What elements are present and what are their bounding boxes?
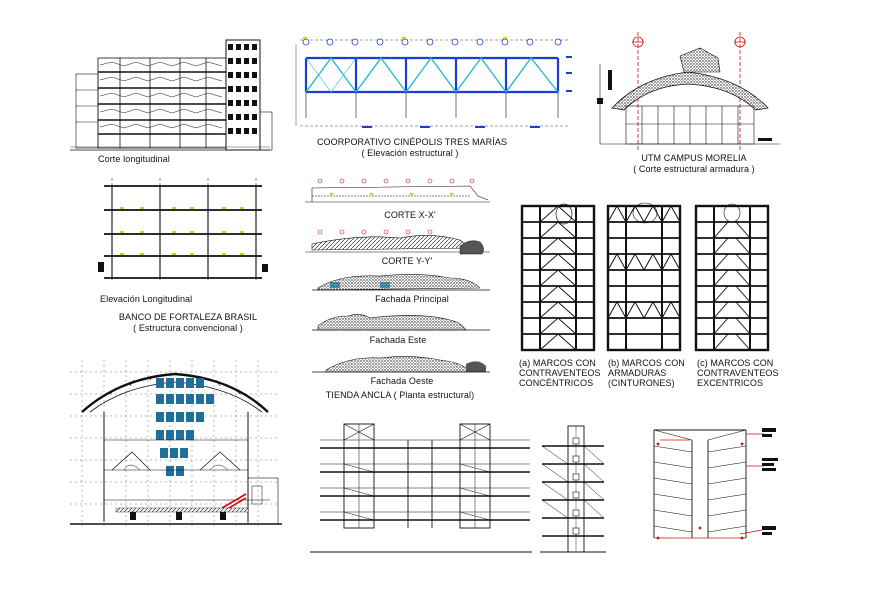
banco-title: BANCO DE FORTALEZA BRASIL xyxy=(118,312,258,322)
marco-c-label: (c) MARCOS CON CONTRAVENTEOS EXCENTRICOS xyxy=(697,358,779,388)
marco-b-label: (b) MARCOS CON ARMADURAS (CINTURONES) xyxy=(608,358,685,388)
utm-title: UTM CAMPUS MORELIA xyxy=(641,153,747,163)
corte-longitudinal-drawing xyxy=(70,39,273,151)
tienda-ancla-title: TIENDA ANCLA ( Planta estructural) xyxy=(325,390,475,400)
fachada-oeste-title: Fachada Oeste xyxy=(370,376,434,386)
cinepolis-title: COORPORATIVO CINÉPOLIS TRES MARÍAS xyxy=(316,137,508,147)
corte-y-title: CORTE Y-Y' xyxy=(381,256,433,266)
banco-subtitle: ( Estructura convencional ) xyxy=(133,323,243,333)
dimensioned-frame-drawing xyxy=(653,428,778,540)
corte-x-title: CORTE X-X' xyxy=(384,210,436,220)
utm-morelia-drawing xyxy=(597,32,780,150)
marco-b-drawing xyxy=(606,202,682,352)
cinepolis-truss-drawing xyxy=(295,37,572,128)
fachada-este-title: Fachada Este xyxy=(369,335,427,345)
fachada-principal-title: Fachada Principal xyxy=(375,294,449,304)
banco-fortaleza-drawing xyxy=(98,178,268,280)
banco-elevation-title: Elevación Longitudinal xyxy=(100,294,193,304)
utm-section-drawing xyxy=(70,360,282,526)
narrow-tower-drawing xyxy=(540,425,606,553)
corte-longitudinal-title: Corte longitudinal xyxy=(98,154,170,164)
bottom-frame-elevation xyxy=(310,423,532,553)
marco-a-label: (a) MARCOS CON CONTRAVENTEOS CONCÉNTRICO… xyxy=(519,358,601,388)
marco-c-drawing xyxy=(694,203,770,352)
tienda-ancla-drawing xyxy=(305,178,490,373)
marco-a-drawing xyxy=(520,203,596,352)
utm-subtitle: ( Corte estructural armadura ) xyxy=(633,164,755,174)
cinepolis-subtitle: ( Elevación estructural ) xyxy=(361,148,459,158)
